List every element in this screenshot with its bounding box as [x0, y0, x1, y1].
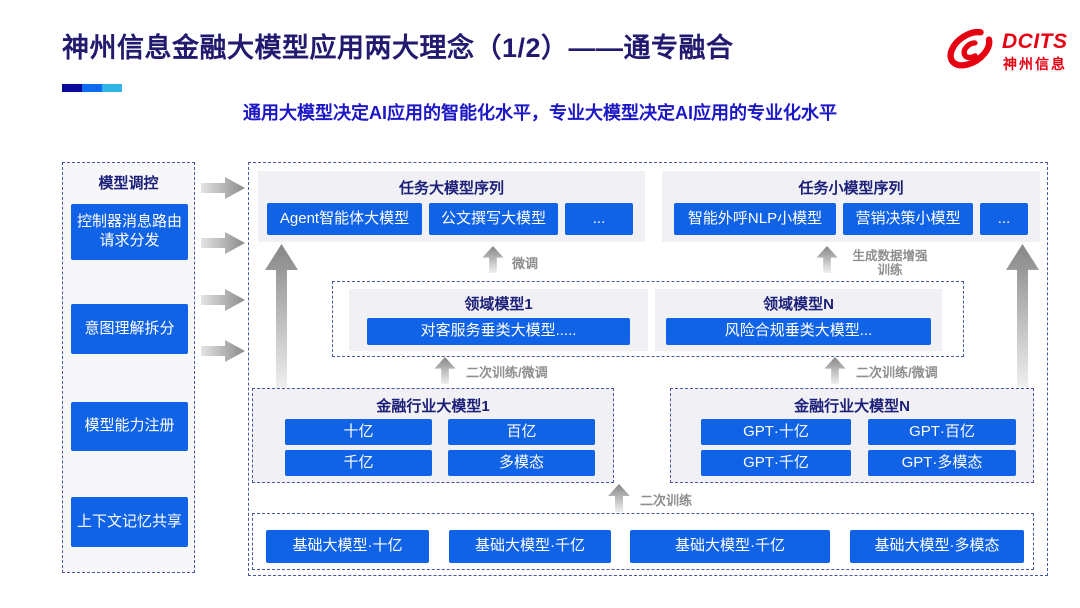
node-billion: 十亿 — [285, 419, 432, 445]
node-gpt-ten-billion: GPT·百亿 — [868, 419, 1016, 445]
secondary-training-left-label: 二次训练/微调 — [466, 365, 548, 380]
right-arrow-icon — [201, 177, 245, 199]
task-large-model-title: 任务大模型序列 — [398, 180, 504, 197]
up-arrow-icon — [434, 357, 456, 384]
model-control-title: 模型调控 — [98, 175, 159, 192]
secondary-training-bottom-label: 二次训练 — [640, 493, 693, 508]
industry-model-n-title: 金融行业大模型N — [794, 398, 910, 415]
logo-brand-text: DCITS — [1002, 30, 1068, 53]
node-intent-split: 意图理解拆分 — [71, 304, 188, 354]
gen-data-line2: 训练 — [877, 263, 903, 277]
industry-model-n-group: 金融行业大模型N GPT·十亿 GPT·百亿 GPT·千亿 GPT·多模态 — [670, 388, 1034, 483]
node-base-model-hundred-billion-1: 基础大模型·千亿 — [449, 530, 611, 563]
node-gpt-hundred-billion: GPT·千亿 — [701, 450, 851, 476]
node-base-model-hundred-billion-2: 基础大模型·千亿 — [630, 530, 830, 563]
bar-segment-blue — [82, 84, 102, 92]
node-capability-register: 模型能力注册 — [71, 402, 188, 451]
slide-subtitle: 通用大模型决定AI应用的智能化水平，专业大模型决定AI应用的专业化水平 — [243, 103, 837, 123]
up-arrow-icon — [608, 484, 630, 512]
node-document-writing-model: 公文撰写大模型 — [429, 203, 558, 235]
title-accent-bar — [62, 84, 122, 92]
industry-model-1-title: 金融行业大模型1 — [376, 398, 490, 415]
domain-model-n-title: 领域模型N — [763, 296, 834, 313]
node-gpt-multimodal: GPT·多模态 — [868, 450, 1016, 476]
node-gpt-billion: GPT·十亿 — [701, 419, 851, 445]
node-agent-large-model: Agent智能体大模型 — [267, 203, 422, 235]
up-arrow-tall-icon — [1006, 244, 1039, 387]
right-arrow-icon — [201, 232, 245, 254]
dcits-swirl-icon — [947, 28, 993, 69]
logo-brand-cn: 神州信息 — [1003, 56, 1067, 72]
right-arrow-icon — [201, 289, 245, 311]
node-risk-compliance-model: 风险合规垂类大模型... — [666, 318, 931, 345]
node-ten-billion: 百亿 — [448, 419, 595, 445]
node-marketing-decision-model: 营销决策小模型 — [843, 203, 973, 235]
domain-model-1-title: 领域模型1 — [464, 296, 533, 313]
secondary-training-right-label: 二次训练/微调 — [856, 365, 938, 380]
base-model-group: 基础大模型·十亿 基础大模型·千亿 基础大模型·千亿 基础大模型·多模态 — [252, 513, 1034, 570]
up-arrow-icon — [482, 246, 504, 273]
bar-segment-cyan — [102, 84, 122, 92]
node-base-model-multimodal: 基础大模型·多模态 — [850, 530, 1024, 563]
page-title: 神州信息金融大模型应用两大理念（1/2）——通专融合 — [62, 33, 734, 63]
gen-data-training-label: 生成数据增强 训练 — [843, 249, 937, 277]
node-context-memory: 上下文记忆共享 — [71, 497, 188, 547]
domain-model-n-group: 领域模型N 风险合规垂类大模型... — [655, 289, 942, 351]
node-base-model-billion: 基础大模型·十亿 — [266, 530, 429, 563]
model-control-panel: 模型调控 控制器消息路由请求分发 意图理解拆分 模型能力注册 上下文记忆共享 — [62, 162, 195, 573]
node-multimodal: 多模态 — [448, 450, 595, 476]
right-arrow-icon — [201, 340, 245, 362]
node-more-large-models: ... — [565, 203, 633, 235]
node-controller-routing: 控制器消息路由请求分发 — [71, 204, 188, 260]
domain-model-container: 领域模型1 对客服务垂类大模型..... 领域模型N 风险合规垂类大模型... — [332, 281, 964, 357]
task-small-model-title: 任务小模型序列 — [798, 180, 904, 197]
gen-data-line1: 生成数据增强 — [852, 249, 928, 263]
node-hundred-billion: 千亿 — [285, 450, 432, 476]
industry-model-1-group: 金融行业大模型1 十亿 百亿 千亿 多模态 — [252, 388, 614, 483]
task-large-model-group: 任务大模型序列 Agent智能体大模型 公文撰写大模型 ... — [258, 171, 645, 242]
node-more-small-models: ... — [980, 203, 1028, 235]
node-customer-service-model: 对客服务垂类大模型..... — [367, 318, 630, 345]
task-small-model-group: 任务小模型序列 智能外呼NLP小模型 营销决策小模型 ... — [662, 171, 1040, 242]
bar-segment-navy — [62, 84, 82, 92]
fine-tune-label: 微调 — [512, 256, 539, 271]
up-arrow-tall-icon — [265, 244, 298, 388]
domain-model-1-group: 领域模型1 对客服务垂类大模型..... — [349, 289, 648, 351]
up-arrow-icon — [824, 357, 846, 384]
up-arrow-icon — [816, 246, 838, 273]
node-outbound-nlp-model: 智能外呼NLP小模型 — [674, 203, 836, 235]
main-diagram-panel — [248, 162, 1048, 576]
